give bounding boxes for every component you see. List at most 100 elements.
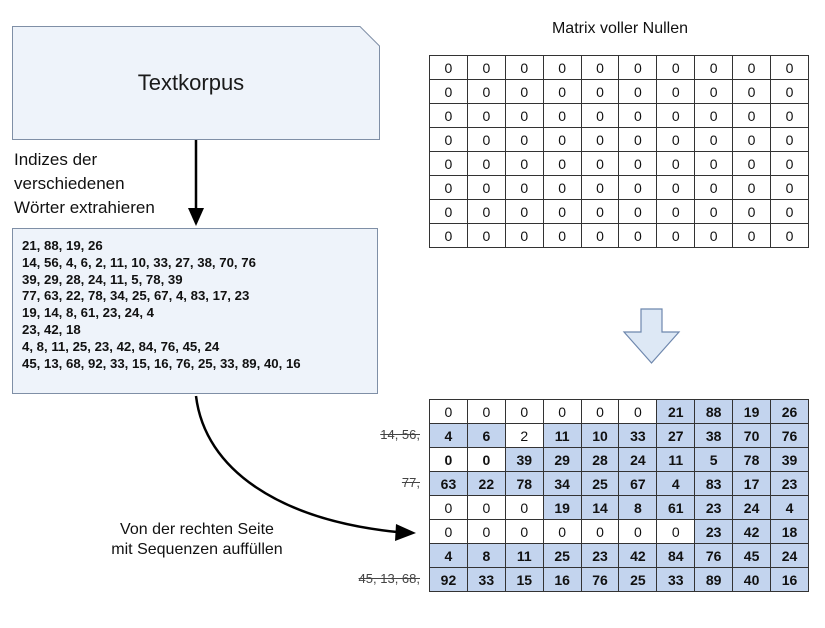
- zero-matrix-cell: 0: [656, 55, 696, 80]
- block-arrow-down: [622, 308, 681, 364]
- sequence-cell: 19: [542, 495, 582, 520]
- zero-matrix-cell: 0: [618, 175, 658, 200]
- zero-matrix-cell: 0: [504, 223, 544, 248]
- sequence-cell: 18: [770, 519, 809, 544]
- zero-matrix-cell: 0: [656, 223, 696, 248]
- zero-matrix-cell: 0: [504, 199, 544, 224]
- zero-matrix-cell: 0: [694, 79, 734, 104]
- curved-arrow-fill: [194, 395, 416, 541]
- sequence-cell: 10: [580, 423, 620, 448]
- textkorpus-document-shape: [12, 26, 380, 140]
- sequence-line: 4, 8, 11, 25, 23, 42, 84, 76, 45, 24: [22, 338, 220, 354]
- sequence-cell: 39: [504, 447, 544, 472]
- zero-matrix-cell: 0: [542, 199, 582, 224]
- sequence-cell: 21: [656, 399, 696, 424]
- zero-matrix-cell: 0: [466, 127, 506, 152]
- zero-matrix-cell: 0: [580, 175, 620, 200]
- zero-matrix-cell: 0: [429, 223, 468, 248]
- sequence-cell: 24: [770, 543, 809, 568]
- sequence-cell: 11: [504, 543, 544, 568]
- zero-matrix-cell: 0: [429, 79, 468, 104]
- sequence-cell: 16: [770, 567, 809, 592]
- zero-matrix-cell: 0: [656, 151, 696, 176]
- padding-cell: 0: [504, 495, 544, 520]
- sequence-cell: 8: [618, 495, 658, 520]
- sequence-cell: 28: [580, 447, 620, 472]
- padding-cell: 2: [504, 423, 544, 448]
- zero-matrix-cell: 0: [732, 223, 772, 248]
- sequence-cell: 23: [694, 519, 734, 544]
- sequence-cell: 33: [618, 423, 658, 448]
- sequence-cell: 17: [732, 471, 772, 496]
- zero-matrix-cell: 0: [542, 55, 582, 80]
- sequence-cell: 4: [429, 543, 468, 568]
- zero-matrix-cell: 0: [694, 103, 734, 128]
- zero-matrix-cell: 0: [429, 127, 468, 152]
- zero-matrix-cell: 0: [770, 175, 809, 200]
- zero-matrix-cell: 0: [542, 151, 582, 176]
- zero-matrix-cell: 0: [618, 199, 658, 224]
- zero-matrix-cell: 0: [770, 199, 809, 224]
- sequence-cell: 78: [732, 447, 772, 472]
- sequence-cell: 25: [542, 543, 582, 568]
- zero-matrix-cell: 0: [580, 151, 620, 176]
- caption-line: Indizes der: [14, 150, 98, 169]
- padding-cell: 0: [618, 519, 658, 544]
- zero-matrix-cell: 0: [770, 151, 809, 176]
- zero-matrix-cell: 0: [770, 55, 809, 80]
- padding-cell: 0: [504, 399, 544, 424]
- document-outline: [12, 26, 380, 140]
- sequence-cell: 23: [770, 471, 809, 496]
- sequence-cell: 33: [466, 567, 506, 592]
- sequence-cell: 16: [542, 567, 582, 592]
- sequence-cell: 70: [732, 423, 772, 448]
- zero-matrix-cell: 0: [770, 103, 809, 128]
- sequence-cell: 5: [694, 447, 734, 472]
- caption-line: Wörter extrahieren: [14, 198, 155, 217]
- zero-matrix-cell: 0: [504, 103, 544, 128]
- sequence-line: 21, 88, 19, 26: [22, 238, 103, 253]
- zero-matrix-cell: 0: [770, 223, 809, 248]
- sequence-cell: 6: [466, 423, 506, 448]
- zero-matrix-cell: 0: [466, 55, 506, 80]
- sequence-list-box: 21, 88, 19, 26 14, 56, 4, 6, 2, 11, 10, …: [12, 228, 378, 394]
- zero-matrix-cell: 0: [429, 55, 468, 80]
- zero-matrix-cell: 0: [770, 127, 809, 152]
- sequence-cell: 27: [656, 423, 696, 448]
- zero-matrix-cell: 0: [580, 103, 620, 128]
- zero-matrix-cell: 0: [618, 151, 658, 176]
- sequence-cell: 8: [466, 543, 506, 568]
- sequence-line: 77, 63, 22, 78, 34, 25, 67, 4, 83, 17, 2…: [22, 288, 250, 304]
- sequence-cell: 89: [694, 567, 734, 592]
- zero-matrix-cell: 0: [542, 223, 582, 248]
- sequence-cell: 63: [429, 471, 468, 496]
- padding-cell: 0: [429, 495, 468, 520]
- zero-matrix-cell: 0: [618, 103, 658, 128]
- zero-matrix-cell: 0: [732, 199, 772, 224]
- zero-matrix-cell: 0: [504, 55, 544, 80]
- sequence-line: 45, 13, 68, 92, 33, 15, 16, 76, 25, 33, …: [22, 355, 301, 371]
- zero-matrix-cell: 0: [580, 79, 620, 104]
- sequence-cell: 40: [732, 567, 772, 592]
- zero-matrix-cell: 0: [466, 175, 506, 200]
- sequence-line: 39, 29, 28, 24, 11, 5, 78, 39: [22, 271, 183, 287]
- zero-matrix-cell: 0: [770, 79, 809, 104]
- zero-matrix-cell: 0: [732, 175, 772, 200]
- sequence-cell: 4: [656, 471, 696, 496]
- zero-matrix-title: Matrix voller Nullen: [551, 20, 689, 37]
- zero-matrix-cell: 0: [504, 127, 544, 152]
- zero-matrix-cell: 0: [466, 199, 506, 224]
- sequence-cell: 25: [618, 567, 658, 592]
